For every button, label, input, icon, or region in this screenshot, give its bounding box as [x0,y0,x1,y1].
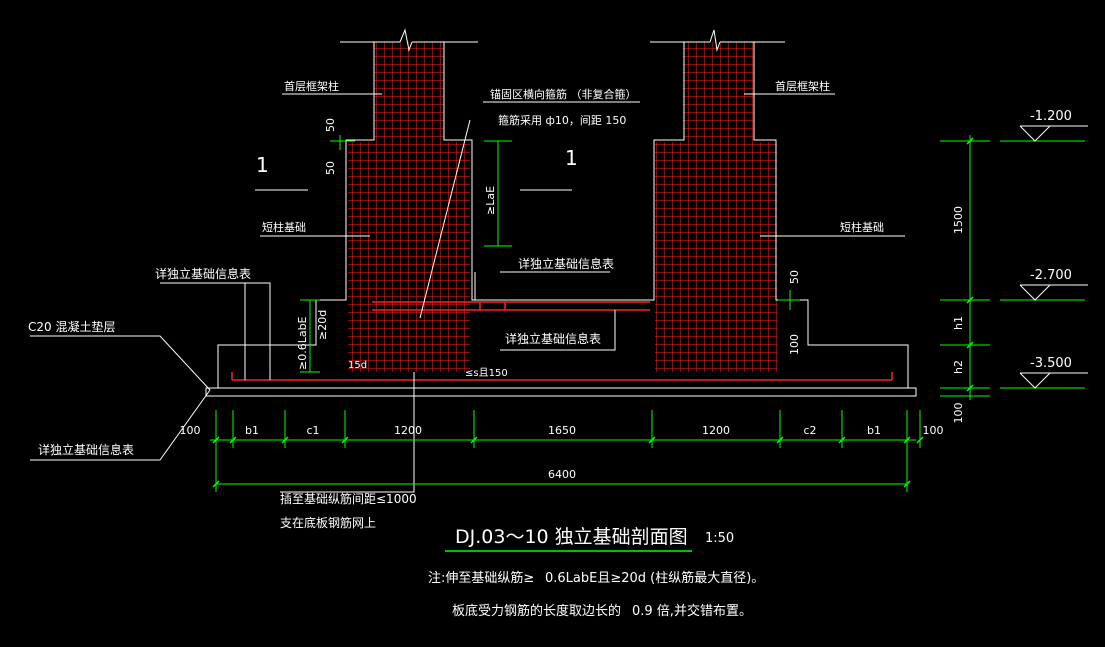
note-line2-b: 0.9 倍,并交错布置。 [632,603,752,619]
label-info-4: 详独立基础信息表 [38,442,134,457]
label-stirrup-title: 锚固区横向箍筋 （非复合箍） [490,87,637,101]
label-spacing: ≤s且150 [465,367,508,379]
label-c20: C20 混凝土垫层 [28,319,115,334]
leaders [30,93,905,493]
label-anchor: ≥0.6LabE [296,316,309,370]
dim-50-b: 50 [324,161,337,175]
section-mark-right: 1 [565,146,578,170]
label-short-col-right: 短柱基础 [840,220,884,234]
dim-50-a: 50 [324,118,337,132]
drawing-title: DJ.03～10 独立基础剖面图 [455,526,688,548]
dim-bottom-6: c2 [803,424,816,437]
label-info-2: 详独立基础信息表 [518,256,614,271]
label-col-right: 首层框架柱 [775,79,830,93]
dim-bottom-1: b1 [245,424,259,437]
label-insert-1: 插至基础纵筋间距≤1000 [280,491,417,506]
dim-bottom-4: 1650 [548,424,576,437]
elevation-3: -3.500 [1030,356,1072,371]
dim-bottom-2: c1 [306,424,319,437]
foundation-outline [205,28,917,397]
label-info-1: 详独立基础信息表 [155,266,251,281]
note-line2-a: 板底受力钢筋的长度取边长的 [452,603,621,619]
dim-bottom-0: 100 [180,424,201,437]
dim-bottom-5: 1200 [702,424,730,437]
dim-right-0: 1500 [952,206,965,234]
dim-50-c: 50 [788,270,801,284]
label-anchor-2: ≥20d [316,310,329,340]
bottom-rebar [231,301,893,381]
label-short-col-left: 短柱基础 [262,220,306,234]
dim-ticks [212,137,974,488]
dim-bottom-3: 1200 [394,424,422,437]
rebar-mesh-left [348,42,470,372]
label-info-3: 详独立基础信息表 [505,331,601,346]
note-line1-b: 0.6LabE且≥20d (柱纵筋最大直径)。 [545,570,764,586]
dim-bottom-7: b1 [867,424,881,437]
drawing-scale: 1:50 [705,531,734,546]
label-col-left: 首层框架柱 [284,79,339,93]
dim-right-3: 100 [952,403,965,424]
elevation-markers [1019,125,1088,389]
dim-100-mid: 100 [788,334,801,355]
label-insert-2: 支在底板钢筋网上 [280,515,376,530]
rebar-mesh-right [655,42,777,372]
dim-total: 6400 [548,468,576,481]
dim-right-1: h1 [952,316,965,330]
dim-bottom-8: 100 [923,424,944,437]
dimension-lines [210,135,1085,492]
dim-right-2: h2 [952,360,965,374]
elevation-2: -2.700 [1030,268,1072,283]
elevation-1: -1.200 [1030,109,1072,124]
note-line1-a: 注:伸至基础纵筋≥ [428,570,534,586]
label-15d: 15d [348,360,367,371]
section-mark-left: 1 [256,153,269,177]
label-stirrup-spec: 箍筋采用 ф10，间距 150 [498,113,626,127]
label-loe: ≥LaE [484,186,497,215]
